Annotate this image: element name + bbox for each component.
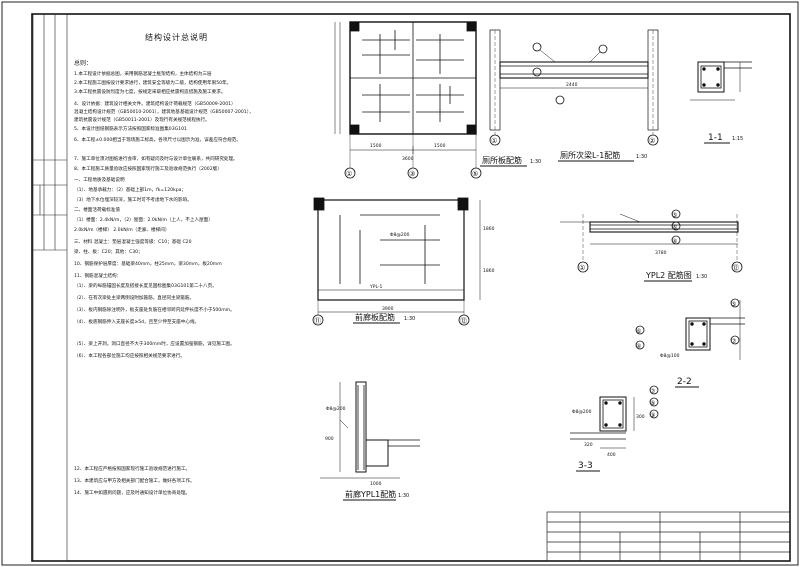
section-2-2-title: 2-2 [677,377,692,387]
front-slab-beam: YPL-1 [369,284,383,290]
toilet-slab-axis-3: ③ [409,170,415,178]
note-line: （3）、板内钢筋除注明外，板支座处负筋在相邻跨内延伸长度不小于500mm。 [74,308,235,313]
beam-l1-title: 厕所次梁L-1配筋 [560,150,620,160]
section-3-3-label-7: ⑦ [650,388,656,395]
note-line: 5、本设计图纸钢筋表示方法按照国家标准图集03G101 [74,127,187,132]
note-line: 三、材料 混凝土：垫层混凝土强度等级：C10；基础 C20 [74,240,192,245]
ypl2-label-4: ④ [672,238,677,245]
title-block [546,511,791,562]
section-2-2 [635,298,745,360]
front-slab-plan [312,197,481,326]
note-line: （1）、地基承载力：（2）基础上部1m，fk=120kpa； [74,188,187,193]
sheet-inner-border [31,13,791,562]
front-slab-axis-11: ⑪ [314,317,321,325]
note-line: （1）、梁的纵筋锚固长度及搭接长度见国标图集03G101第二十八页。 [74,284,217,289]
note-line: （1）楼面：2.4kN/m，（2）屋面：2.0kN/m（上人，不上人屋面） [74,218,213,223]
section-3-3-dim-a: 300 [636,414,645,420]
toilet-slab-axis-1: ① [346,170,352,178]
note-line: （4）、板底钢筋伸入支座长度≥5d，且至少伸至支座中心线。 [74,320,200,325]
front-ypl1-dim-b: 1000 [370,481,382,487]
front-slab-dim-b: 1860 [483,268,495,274]
note-line: 梁、柱、板：C20；其他：C30； [74,250,143,255]
note-line: 13、本建筑应与甲方及相关部门配合施工，做好各项工作。 [74,479,195,484]
beam-l1-scale: 1:30 [636,154,647,160]
note-line: 一、工程地质及基础说明 [74,178,125,183]
section-2-2-label-4: ④ [636,343,641,350]
toilet-slab-title: 厕所板配筋 [482,155,522,165]
section-3-3-dim-c: 400 [607,452,616,458]
note-line: 2.本工程施工图按设计要求进行，建筑安全等级为二级，结构使用年限50年。 [74,81,232,86]
section-3-3-label-8: ⑧ [650,400,655,407]
front-ypl1-section [320,381,420,479]
front-ypl1-title: 前廊YPL1配筋 [345,489,396,499]
section-1-1-scale: 1:15 [732,136,743,142]
front-slab-scale: 1:30 [404,316,415,322]
section-3-3-label-9: ⑨ [650,412,655,419]
ypl2-elevation [560,209,743,273]
section-2-2-label-7: ⑦ [731,338,737,345]
toilet-slab-scale: 1:30 [530,159,541,165]
beam-l1-dim: 2440 [566,82,578,88]
beam-l1-axis-2: ② [649,137,655,145]
note-line: 3.本工程抗震设防烈度为七度，按规定采取相应抗震构造措施及施工要求。 [74,90,226,95]
toilet-slab-dim-total: 3600 [402,156,414,162]
note-line: （3）地下水位埋深较深，施工时可不考虑地下水的影响。 [74,198,192,203]
toilet-slab-axis-5: ⑤ [472,170,478,178]
ypl2-title: YPL2 配筋图 [645,270,692,280]
ypl2-label-5: ⑤ [672,212,677,219]
section-1-1-title: 1-1 [708,133,723,143]
section-3-3-rebar: Φ8@200 [572,409,592,415]
toilet-slab-plan [334,21,482,179]
beam-l1-axis-1: ① [491,137,497,145]
front-slab-rebar: Φ8@200 [390,232,410,238]
note-line: 混凝土结构设计规范（GB50010-2001），建筑地基基础设计规范（GB500… [74,110,254,115]
ypl2-axis-12: ⑫ [732,264,739,272]
ypl2-dim: 3780 [655,250,667,256]
note-line: （2）、在有次梁处主梁两侧设附加箍筋，直径同主梁箍筋。 [74,296,195,301]
beam-l1-elevation [489,29,659,146]
note-line: 2.0kN/m（楼梯） 2.0kN/m（走廊、楼梯间） [74,228,170,233]
front-slab-dim-total: 3900 [382,306,394,312]
binding-strip [32,13,68,562]
section-2-2-label-6: ⑥ [636,328,641,335]
note-line: （6）、本工程各部位施工均应按照相关规范要求进行。 [74,354,185,359]
note-line: 6、本工程±0.000相当于现场施工标高，各项尺寸以图示为准，误差应符合规范。 [74,138,241,143]
section-3-3-title: 3-3 [578,461,593,471]
ypl2-label-6: ⑥ [672,224,677,231]
notes-heading: 总则： [74,60,93,67]
general-notes: 结构设计总说明 总则： 1.本工程设计依据总图，采用钢筋混凝土框架结构，主体结构… [70,30,315,560]
front-slab-dim-a: 1860 [483,226,495,232]
note-line: 建筑抗震设计规范（GB50011-2001）及现行有关规范规程执行。 [74,118,210,123]
note-line: 12、本工程应严格按照国家现行施工验收规范进行施工。 [74,467,191,472]
ypl2-axis-1: ① [579,264,585,272]
ypl2-scale: 1:30 [696,274,707,280]
section-1-1 [690,61,752,101]
section-3-3-dim-b: 320 [584,442,593,448]
note-line: 10、钢筋保护层厚度：基础梁40mm，柱25mm，梁30mm，板20mm [74,262,222,267]
note-line: 4、设计依据：建筑设计相关文件。建筑结构设计荷载规范（GB50009-2001） [74,102,236,107]
note-line: 1.本工程设计依据总图，采用钢筋混凝土框架结构，主体结构为三层 [74,72,212,77]
note-line: 二、楼面活荷载标准值 [74,208,120,213]
note-line: 8、本工程施工质量验收应按照国家现行施工及验收规范执行（2002版） [74,167,222,172]
section-3-3 [570,385,659,449]
toilet-slab-dim-a: 1500 [370,143,382,149]
section-2-2-rebar: Φ8@100 [660,353,680,359]
front-slab-axis-12: ⑫ [460,317,467,325]
section-2-2-label-5: ⑤ [731,301,736,308]
note-line: （5）、梁上开洞，洞口直径不大于300mm时，应设置加强钢筋，详见施工图。 [74,342,235,347]
front-ypl1-scale: 1:30 [398,493,409,499]
note-line: 7、施工单位须对图纸进行会审，如有疑问及时与设计单位联系，共同研究处理。 [74,157,238,162]
front-slab-title: 前廊板配筋 [355,312,395,322]
note-line: 11、钢筋混凝土结构： [74,274,122,279]
notes-title: 结构设计总说明 [145,33,208,42]
front-ypl1-rebar: Φ8@200 [326,406,346,412]
toilet-slab-dim-b: 1500 [434,143,446,149]
front-ypl1-dim-a: 900 [325,436,334,442]
note-line: 14、施工中如遇到问题，应及时通知设计单位协商处理。 [74,491,191,496]
